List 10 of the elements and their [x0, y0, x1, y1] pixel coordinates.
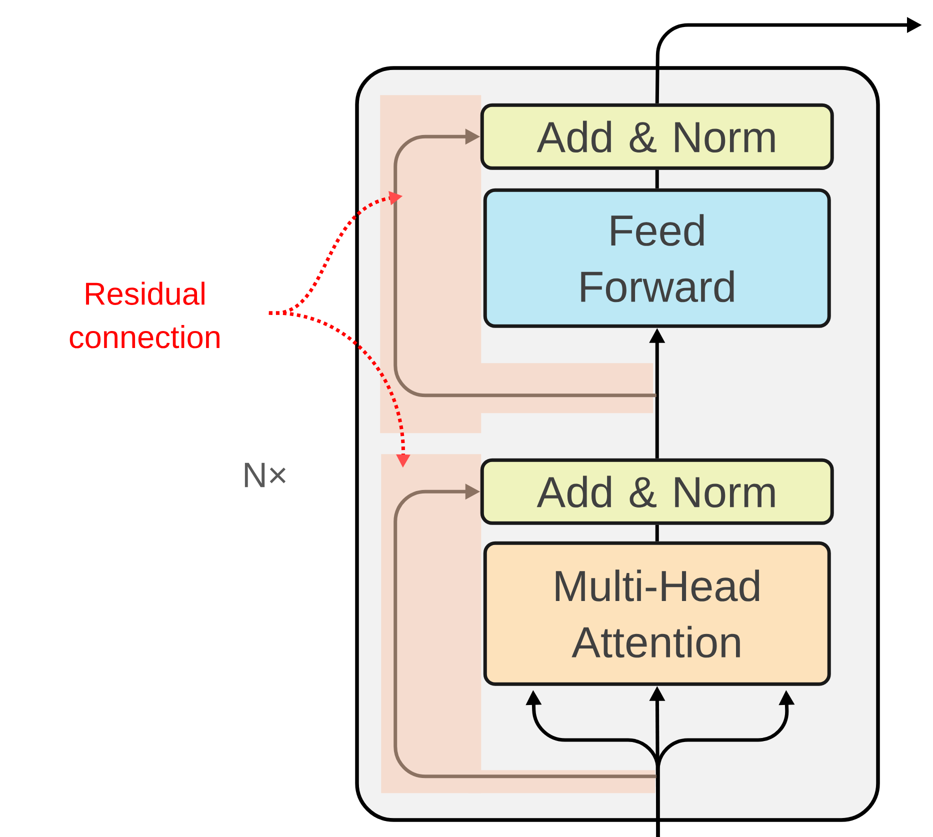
- residual-arrow: [394, 484, 656, 778]
- layer-box: Multi-Head Attention: [483, 541, 831, 686]
- layer-box: Feed Forward: [483, 188, 831, 328]
- connector-line: [655, 170, 659, 188]
- repeat-label: N×: [244, 462, 286, 488]
- residual-arrow: [394, 128, 656, 398]
- callout-text: Residual connection: [70, 282, 220, 348]
- connector-line: [655, 524, 659, 542]
- layer-box: Add & Norm: [480, 103, 834, 170]
- layer-box: Add & Norm: [480, 458, 834, 525]
